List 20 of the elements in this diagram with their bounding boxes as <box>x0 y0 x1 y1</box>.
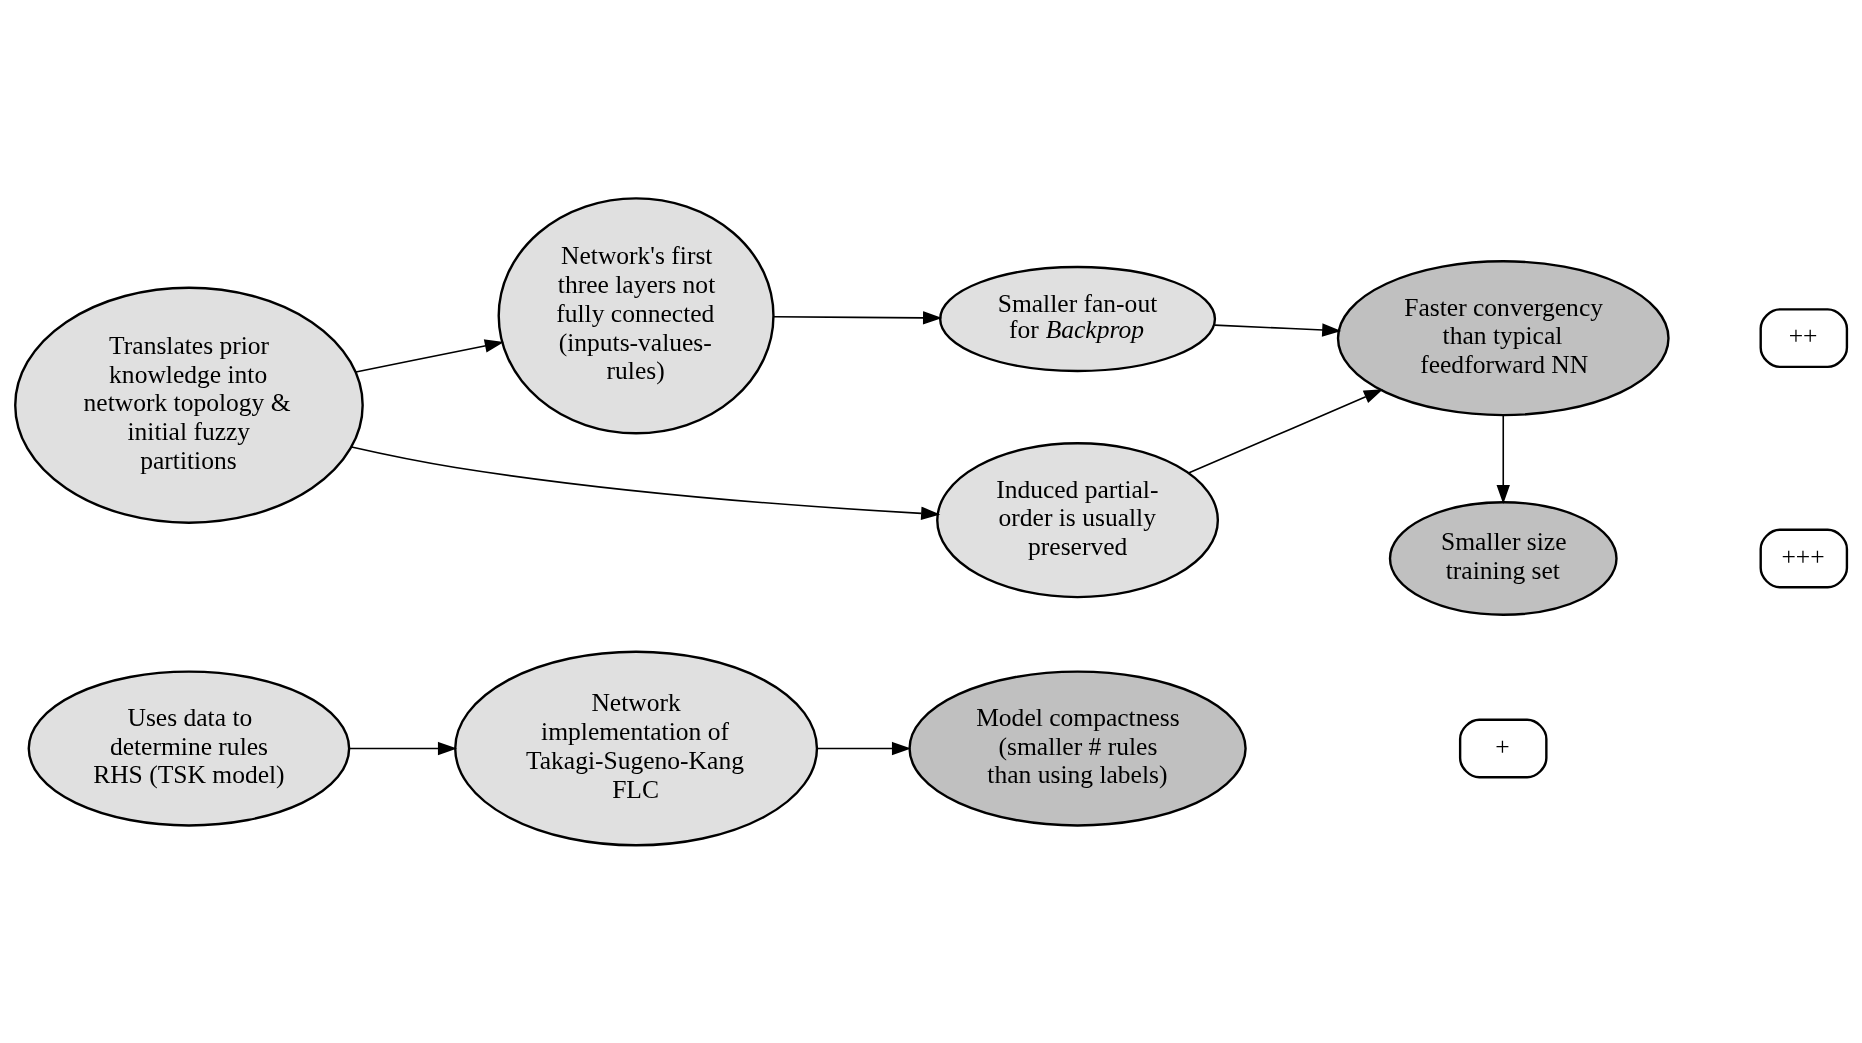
arrow <box>1213 322 1342 337</box>
node-ellipse: Network's first three layers not fully connected (inputs-values-rules) <box>497 196 775 434</box>
arrow <box>816 741 912 755</box>
node-ellipse: Model compactness (smaller # rules than using labels) <box>908 669 1247 827</box>
arrow <box>773 310 943 325</box>
node-ellipse: Faster convergency than typical feedforward NN <box>1336 259 1670 416</box>
node-ellipse: Smaller fan-out for Backprop <box>939 265 1217 372</box>
node-box: + <box>1458 718 1548 778</box>
arrow <box>350 445 941 520</box>
node-ellipse: Smaller size training set <box>1388 500 1618 616</box>
arrow <box>1496 414 1510 504</box>
node-ellipse: Induced partial-order is usually preserved <box>936 441 1220 598</box>
node-box: ++ <box>1759 307 1849 368</box>
node-ellipse: Uses data to determine rules RHS (TSK model) <box>27 669 351 827</box>
arrow <box>1187 388 1384 474</box>
arrow <box>355 338 504 373</box>
node-box: +++ <box>1759 528 1849 588</box>
node-ellipse: Network implementation of Takagi-Sugeno-Kang FLC <box>454 650 819 846</box>
arrow <box>348 741 458 755</box>
node-ellipse: Translates prior knowledge into network topology & initial fuzzy partitions <box>14 286 364 524</box>
